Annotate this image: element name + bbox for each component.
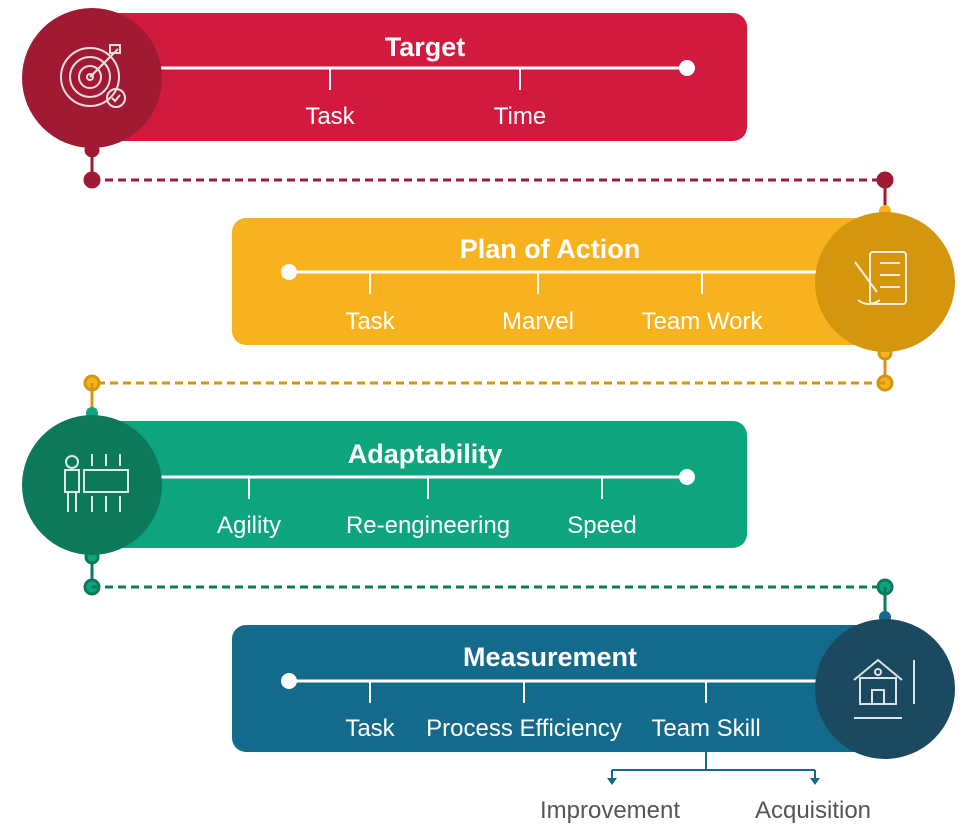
branch-label: Improvement <box>540 797 680 824</box>
connector-2-3 <box>83 345 894 419</box>
stage-title: Adaptability <box>348 439 503 469</box>
stage-item: Task <box>345 308 395 335</box>
connector-3-4 <box>83 549 894 623</box>
stage-plan-of-action: Plan of Action Task Marvel Team Work <box>232 212 955 352</box>
stage-item: Task <box>305 103 355 130</box>
stage-item: Re-engineering <box>346 512 510 539</box>
stage-item: Task <box>345 715 395 742</box>
stage-item: Agility <box>217 512 281 539</box>
stage-item: Marvel <box>502 308 574 335</box>
stage-item: Team Skill <box>651 715 760 742</box>
checklist-icon <box>854 251 907 305</box>
stage-item: Speed <box>567 512 636 539</box>
stage-measurement: Measurement Task Process Efficiency Team… <box>232 619 955 759</box>
stage-title: Measurement <box>463 642 637 672</box>
stage-title: Plan of Action <box>460 234 641 264</box>
stage-item: Process Efficiency <box>426 715 622 742</box>
person-adjust-icon <box>64 454 129 512</box>
stage-adaptability: Adaptability Agility Re-engineering Spee… <box>22 415 747 555</box>
team-skill-branches <box>607 752 820 785</box>
stage-target: Target Task Time <box>22 8 747 148</box>
connector-1-2 <box>83 142 894 217</box>
stage-item: Time <box>494 103 546 130</box>
target-icon <box>60 44 126 108</box>
stage-item: Team Work <box>642 308 764 335</box>
branch-label: Acquisition <box>755 797 871 824</box>
stage-title: Target <box>385 32 466 62</box>
house-measure-icon <box>853 658 915 719</box>
